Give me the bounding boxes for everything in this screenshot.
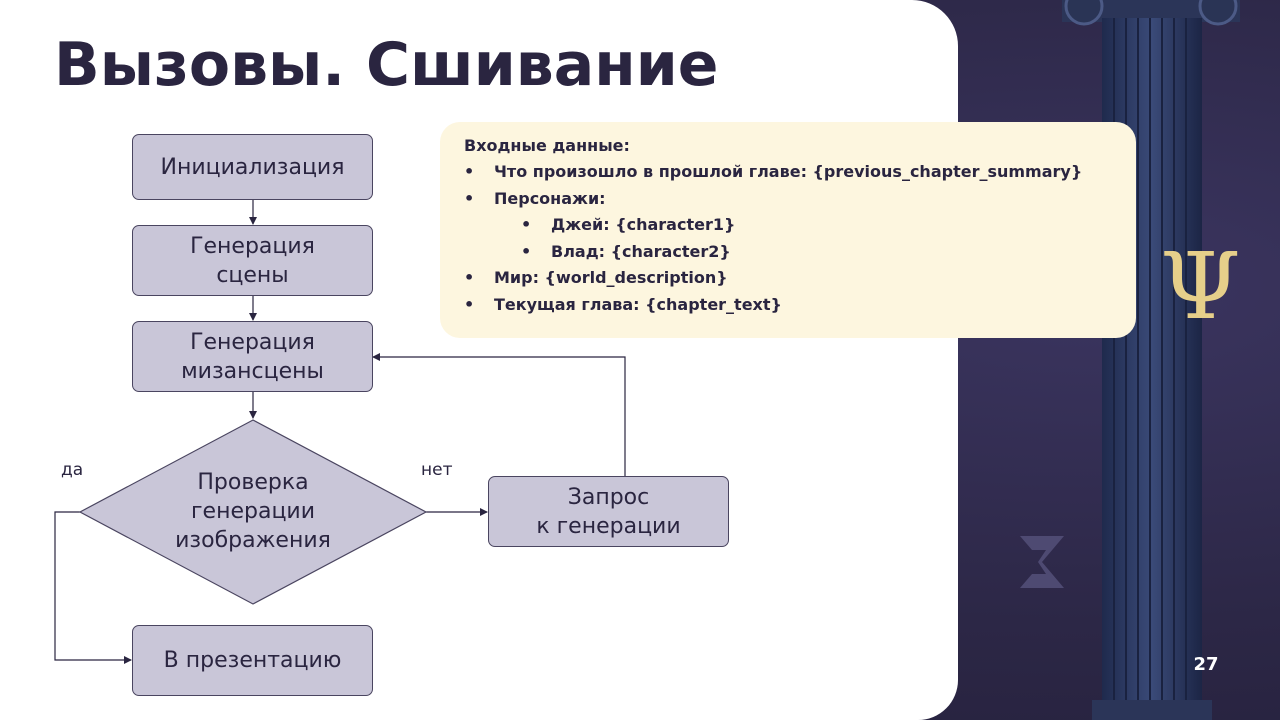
input-item-text: Влад: {character2}	[551, 241, 731, 261]
flowchart-connectors	[54, 200, 626, 664]
input-item-text: Мир: {world_description}	[494, 268, 728, 287]
input-item-text: Текущая глава: {chapter_text}	[494, 294, 782, 314]
bullet-icon: •	[464, 294, 475, 314]
psi-symbol-icon: Ψ	[1160, 233, 1241, 340]
input-item-text: Персонажи:	[494, 188, 606, 208]
node-generation-request: Запрос к генерации	[488, 476, 729, 547]
input-item-text: Джей: {character1}	[551, 215, 736, 234]
slide-title: Вызовы. Сшивание	[54, 30, 719, 100]
edge-label-no: нет	[421, 460, 453, 480]
bullet-icon: •	[464, 162, 475, 181]
node-scene-generation: Генерация сцены	[132, 225, 373, 296]
input-item-jay: • Джей: {character1}	[464, 212, 1136, 239]
arrow-check-to-presentation	[54, 511, 132, 664]
page-number: 27	[1193, 654, 1219, 675]
input-item-characters: • Персонажи:	[464, 186, 1136, 213]
edge-label-yes: да	[61, 460, 84, 480]
input-heading: Входные данные:	[464, 136, 630, 155]
logo-mark-icon	[1020, 536, 1064, 588]
input-item-text: Что произошло в прошлой главе: {previous…	[494, 162, 1083, 181]
input-item-world: • Мир: {world_description}	[464, 265, 1136, 292]
input-item-previous-chapter: • Что произошло в прошлой главе: {previo…	[464, 159, 1136, 186]
input-item-vlad: • Влад: {character2}	[464, 239, 1136, 266]
decision-diamond	[78, 419, 428, 605]
node-to-presentation: В презентацию	[132, 625, 373, 696]
bullet-icon: •	[521, 241, 532, 261]
ionic-column-icon	[1062, 0, 1240, 720]
arrow-request-to-mise	[372, 353, 626, 476]
node-initialization: Инициализация	[132, 134, 373, 200]
bullet-icon: •	[464, 188, 475, 208]
input-data-panel: Входные данные: • Что произошло в прошло…	[440, 122, 1136, 338]
node-image-check-label: Проверка генерации изображения	[175, 469, 331, 553]
bullet-icon: •	[521, 215, 532, 234]
node-mise-en-scene-generation: Генерация мизансцены	[132, 321, 373, 392]
bullet-icon: •	[464, 268, 475, 287]
input-item-chapter: • Текущая глава: {chapter_text}	[464, 292, 1136, 319]
